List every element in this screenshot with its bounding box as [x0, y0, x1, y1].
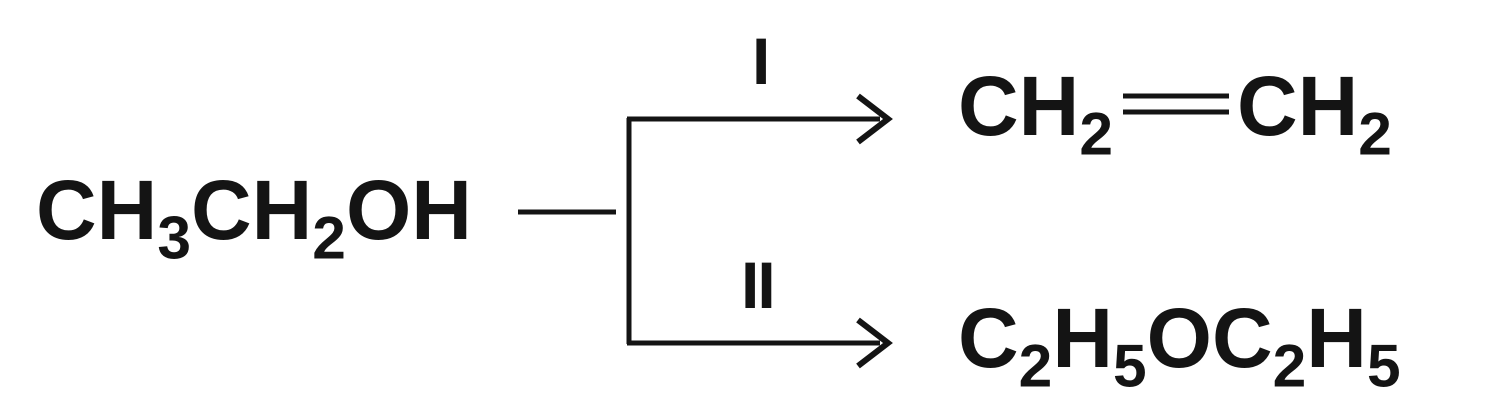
- product-2-part: H: [1306, 291, 1367, 385]
- reactant-subscript: 3: [157, 203, 191, 272]
- product-2-subscript: 5: [1112, 331, 1147, 400]
- product-1-subscript: 2: [1358, 99, 1392, 168]
- path-label-2: II: [741, 248, 776, 322]
- reactant-part: OH: [345, 163, 472, 257]
- product-2-part: H: [1052, 291, 1113, 385]
- product-2-part: C: [958, 291, 1019, 385]
- product-2-formula: C2H5OC2H5: [958, 296, 1401, 396]
- reactant-part: CH: [190, 163, 313, 257]
- product-2-subscript: 5: [1366, 331, 1401, 400]
- product-1-part: CH: [1236, 59, 1359, 153]
- reactant-subscript: 2: [312, 203, 346, 272]
- arrowhead-1: [856, 93, 893, 145]
- double-bond: [1122, 93, 1229, 115]
- product-2-subscript: 2: [1018, 331, 1053, 400]
- reactant-formula: CH3CH2OH: [36, 168, 472, 268]
- product-2-part: OC: [1146, 291, 1273, 385]
- product-1-part: CH: [958, 59, 1080, 153]
- arrowhead-2: [856, 317, 893, 369]
- product-2-subscript: 2: [1272, 331, 1307, 400]
- reactant-part: CH: [36, 163, 158, 257]
- product-1-subscript: 2: [1079, 99, 1113, 168]
- path-label-1: I: [752, 24, 771, 98]
